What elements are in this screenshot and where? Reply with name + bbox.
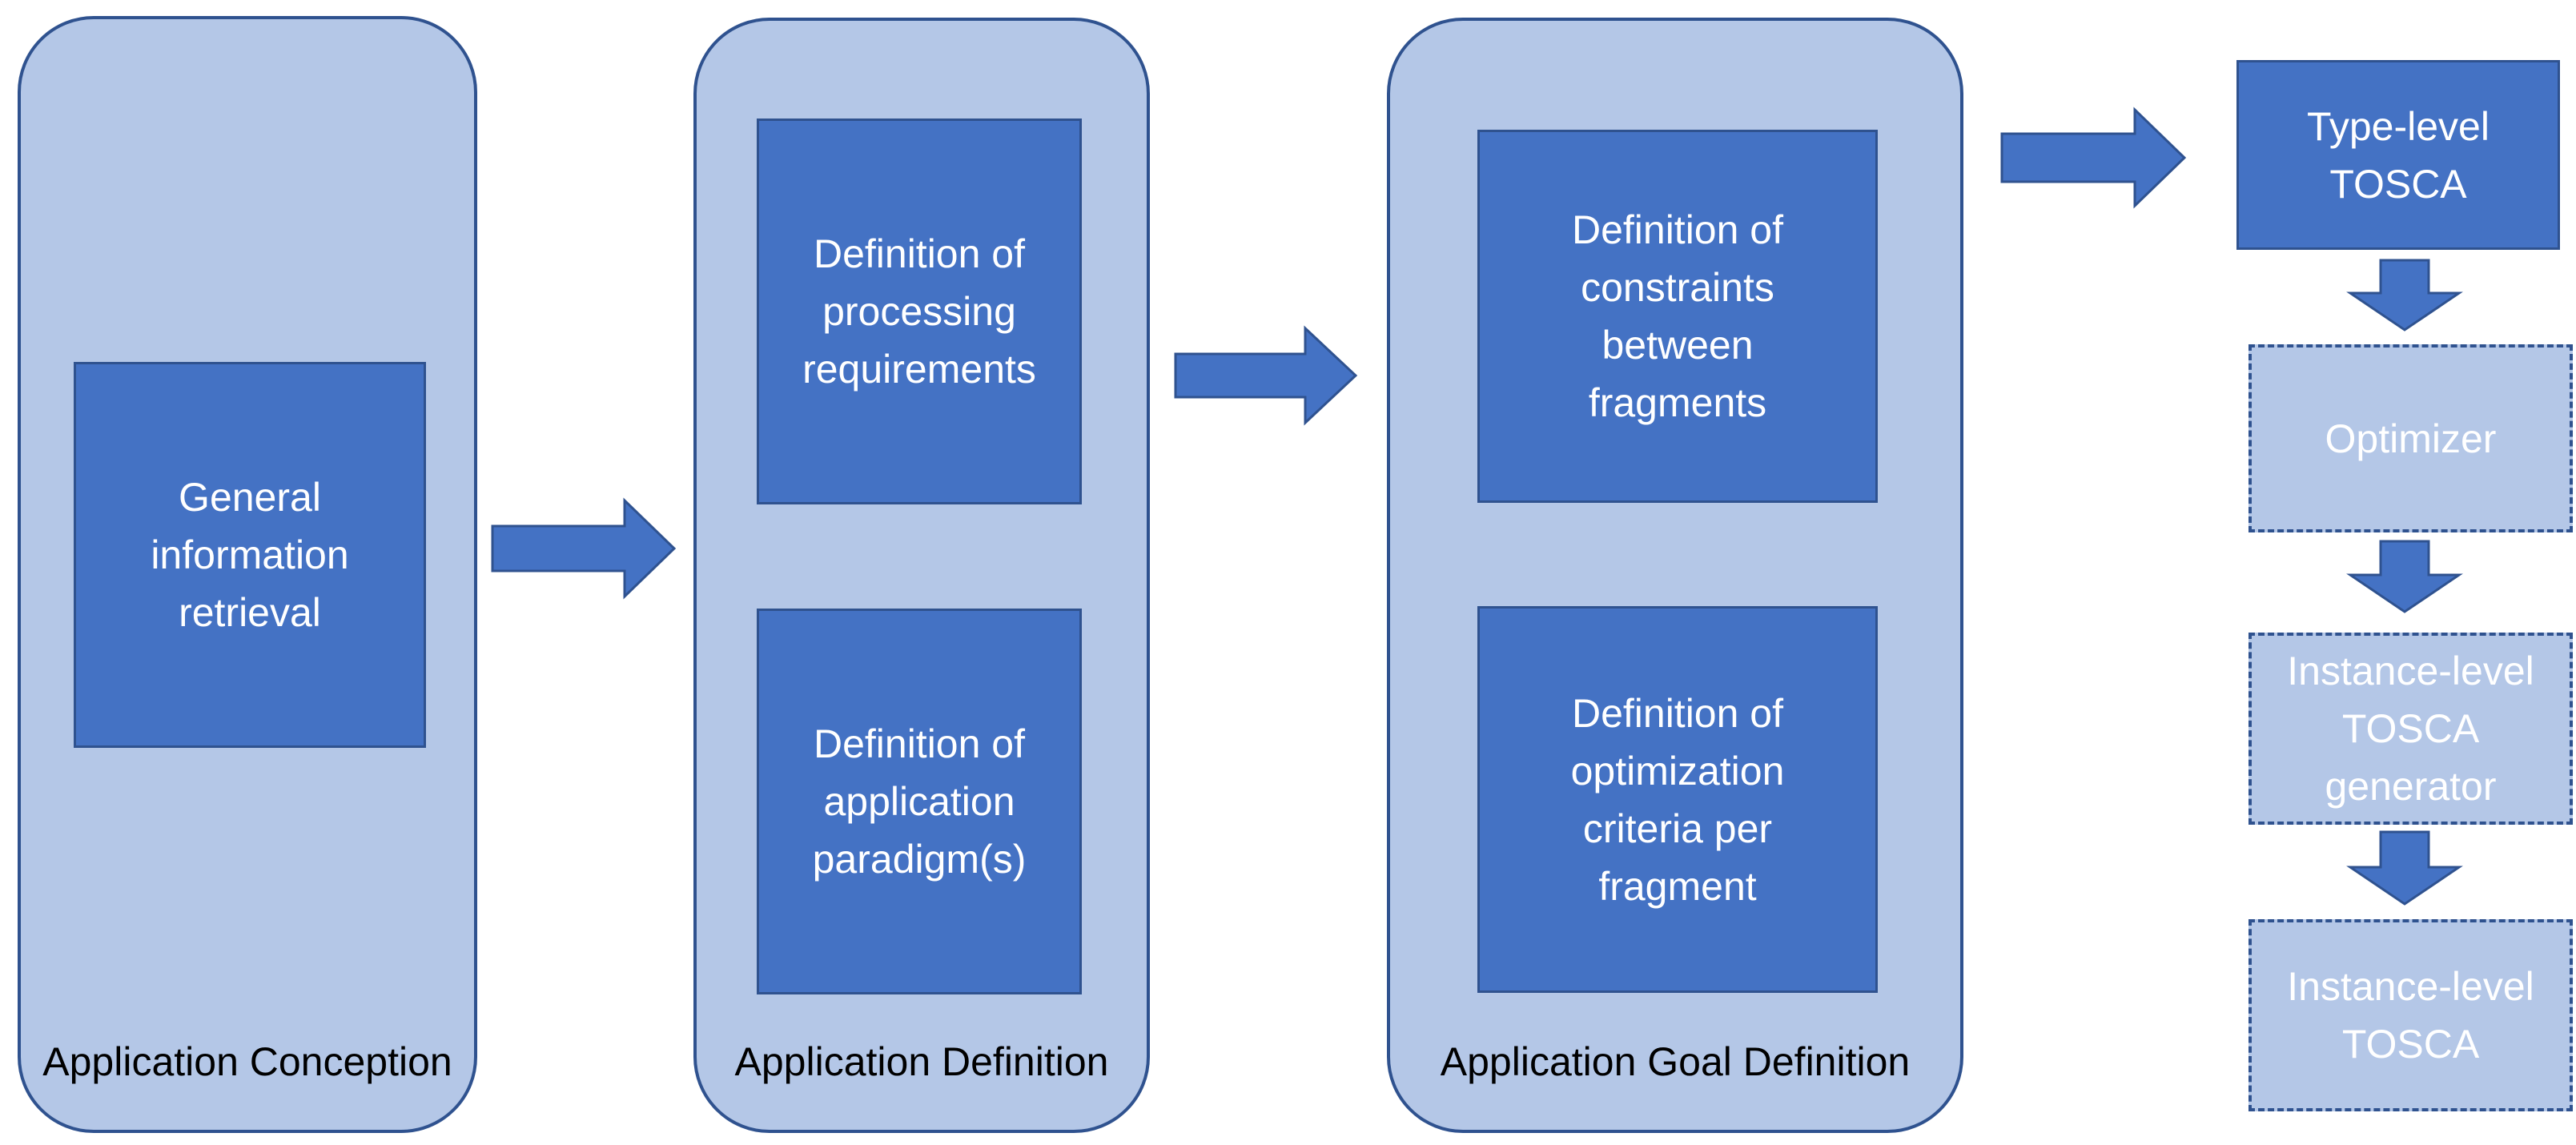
general-information-retrieval-text: General information retrieval <box>151 475 349 635</box>
arrow-down-icon <box>2346 259 2463 331</box>
instance-level-tosca-box: Instance-level TOSCA <box>2248 919 2573 1111</box>
instance-level-tosca-generator-box: Instance-level TOSCA generator <box>2248 633 2573 825</box>
application-paradigms-text: Definition of application paradigm(s) <box>812 721 1027 882</box>
processing-requirements-text: Definition of processing requirements <box>802 231 1036 392</box>
arrow-right-icon <box>1174 325 1358 426</box>
optimization-criteria-box: Definition of optimization criteria per … <box>1477 606 1878 993</box>
application-goal-definition-label: Application Goal Definition <box>1440 1039 1911 1084</box>
application-definition-label: Application Definition <box>734 1039 1109 1084</box>
arrow-down-icon <box>2346 830 2463 906</box>
optimizer-box: Optimizer <box>2248 344 2573 532</box>
arrow-right-icon <box>2000 106 2187 209</box>
application-conception-label: Application Conception <box>42 1039 452 1084</box>
optimization-criteria-text: Definition of optimization criteria per … <box>1570 690 1785 909</box>
constraints-between-fragments-box: Definition of constraints between fragme… <box>1477 130 1878 503</box>
optimizer-text: Optimizer <box>2325 416 2497 461</box>
arrow-right-icon <box>491 497 677 600</box>
type-level-tosca-text: Type-level TOSCA <box>2307 103 2490 207</box>
general-information-retrieval-box: General information retrieval <box>74 362 426 748</box>
application-paradigms-box: Definition of application paradigm(s) <box>757 609 1082 994</box>
type-level-tosca-box: Type-level TOSCA <box>2236 60 2560 250</box>
instance-level-tosca-text: Instance-level TOSCA <box>2287 964 2534 1067</box>
constraints-between-fragments-text: Definition of constraints between fragme… <box>1571 207 1784 425</box>
arrow-down-icon <box>2346 540 2463 613</box>
instance-level-tosca-generator-text: Instance-level TOSCA generator <box>2287 649 2534 809</box>
processing-requirements-box: Definition of processing requirements <box>757 119 1082 504</box>
